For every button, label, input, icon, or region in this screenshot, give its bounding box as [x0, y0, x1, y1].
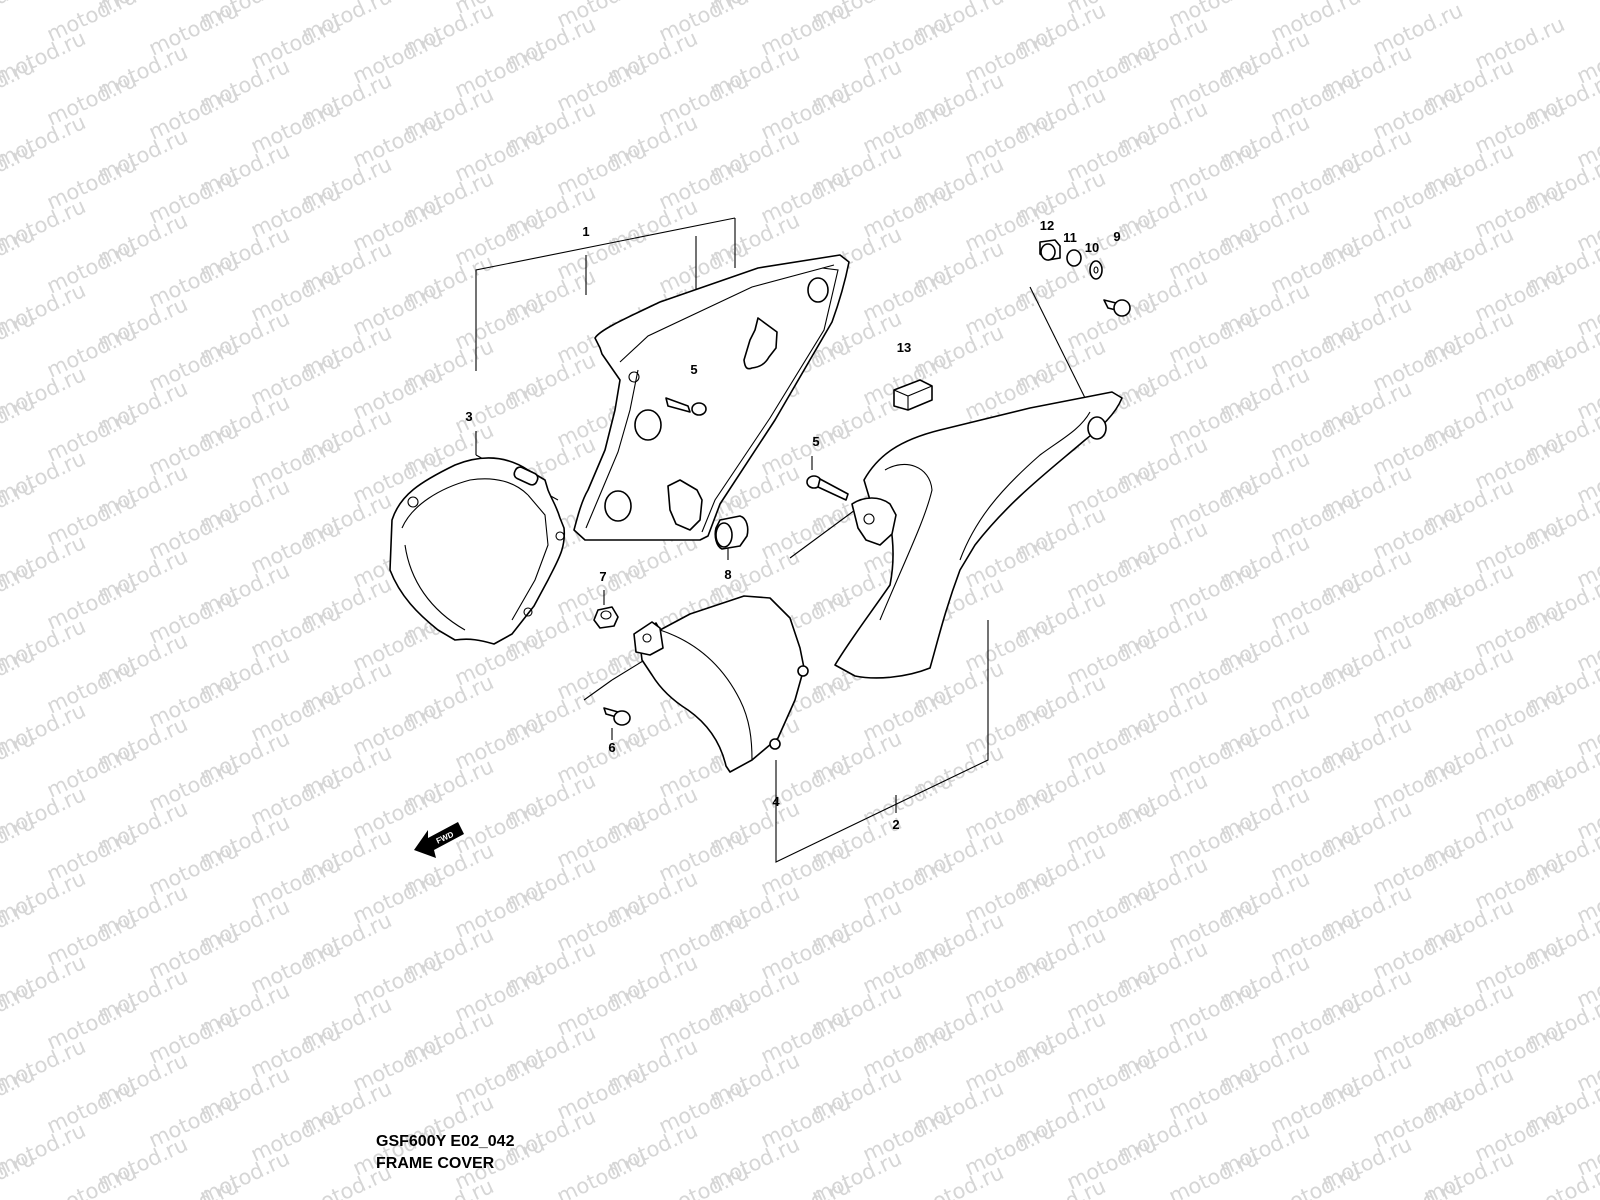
part-10-washer — [1089, 260, 1103, 280]
part-6-bolt — [603, 707, 631, 726]
callout-10: 10 — [1085, 240, 1099, 255]
watermark-text: motod.ru — [43, 1160, 140, 1200]
part-13-cushion — [893, 379, 933, 411]
callout-2: 2 — [892, 817, 899, 832]
callout-6: 6 — [608, 740, 615, 755]
caption-title: FRAME COVER — [376, 1155, 495, 1172]
part-8-grommet — [714, 515, 749, 550]
callout-5-upper: 5 — [690, 362, 697, 377]
part-5-screw-right — [806, 475, 849, 501]
part-3-bracket — [389, 457, 566, 645]
callout-4: 4 — [772, 794, 780, 809]
watermark-text: motod.ru — [0, 0, 38, 33]
part-11-collar — [1066, 249, 1082, 267]
watermark-text: motod.ru — [757, 1174, 854, 1200]
callout-3: 3 — [465, 409, 472, 424]
callout-9: 9 — [1113, 229, 1120, 244]
part-4-lower-cover — [633, 595, 809, 773]
callout-5-right: 5 — [812, 434, 819, 449]
part-9-bolt — [1103, 299, 1131, 317]
part-7-nut — [593, 606, 619, 629]
part-2-frame-cover-side — [834, 391, 1123, 679]
callout-1: 1 — [582, 224, 589, 239]
watermark-text: motod.ru — [910, 1160, 1007, 1200]
watermark-text: motod.ru — [1012, 1174, 1109, 1200]
part-12-grommet — [1039, 239, 1061, 261]
watermark-text: motod.ru — [145, 1174, 242, 1200]
watermark-text: motod.ru — [1165, 1146, 1262, 1200]
callout-labels: 1 2 3 4 5 5 6 7 8 9 10 11 12 13 — [465, 218, 1120, 832]
callout-13: 13 — [897, 340, 911, 355]
callout-7: 7 — [599, 569, 606, 584]
callout-12: 12 — [1040, 218, 1054, 233]
watermark-text: motod.ru — [553, 1146, 650, 1200]
watermark-text: motod.ru — [1267, 1160, 1364, 1200]
callout-11: 11 — [1063, 230, 1077, 245]
watermark-text: motod.ru — [655, 1160, 752, 1200]
watermark-text: motod.ru — [1369, 1174, 1466, 1200]
part-5-screw-upper — [665, 397, 707, 416]
callout-8: 8 — [724, 567, 731, 582]
caption-model-code: GSF600Y E02_042 — [376, 1133, 515, 1150]
part-1-frame-cover-upper — [573, 254, 850, 541]
watermark-text: motod.ru — [400, 1174, 497, 1200]
fasteners — [593, 239, 1131, 726]
